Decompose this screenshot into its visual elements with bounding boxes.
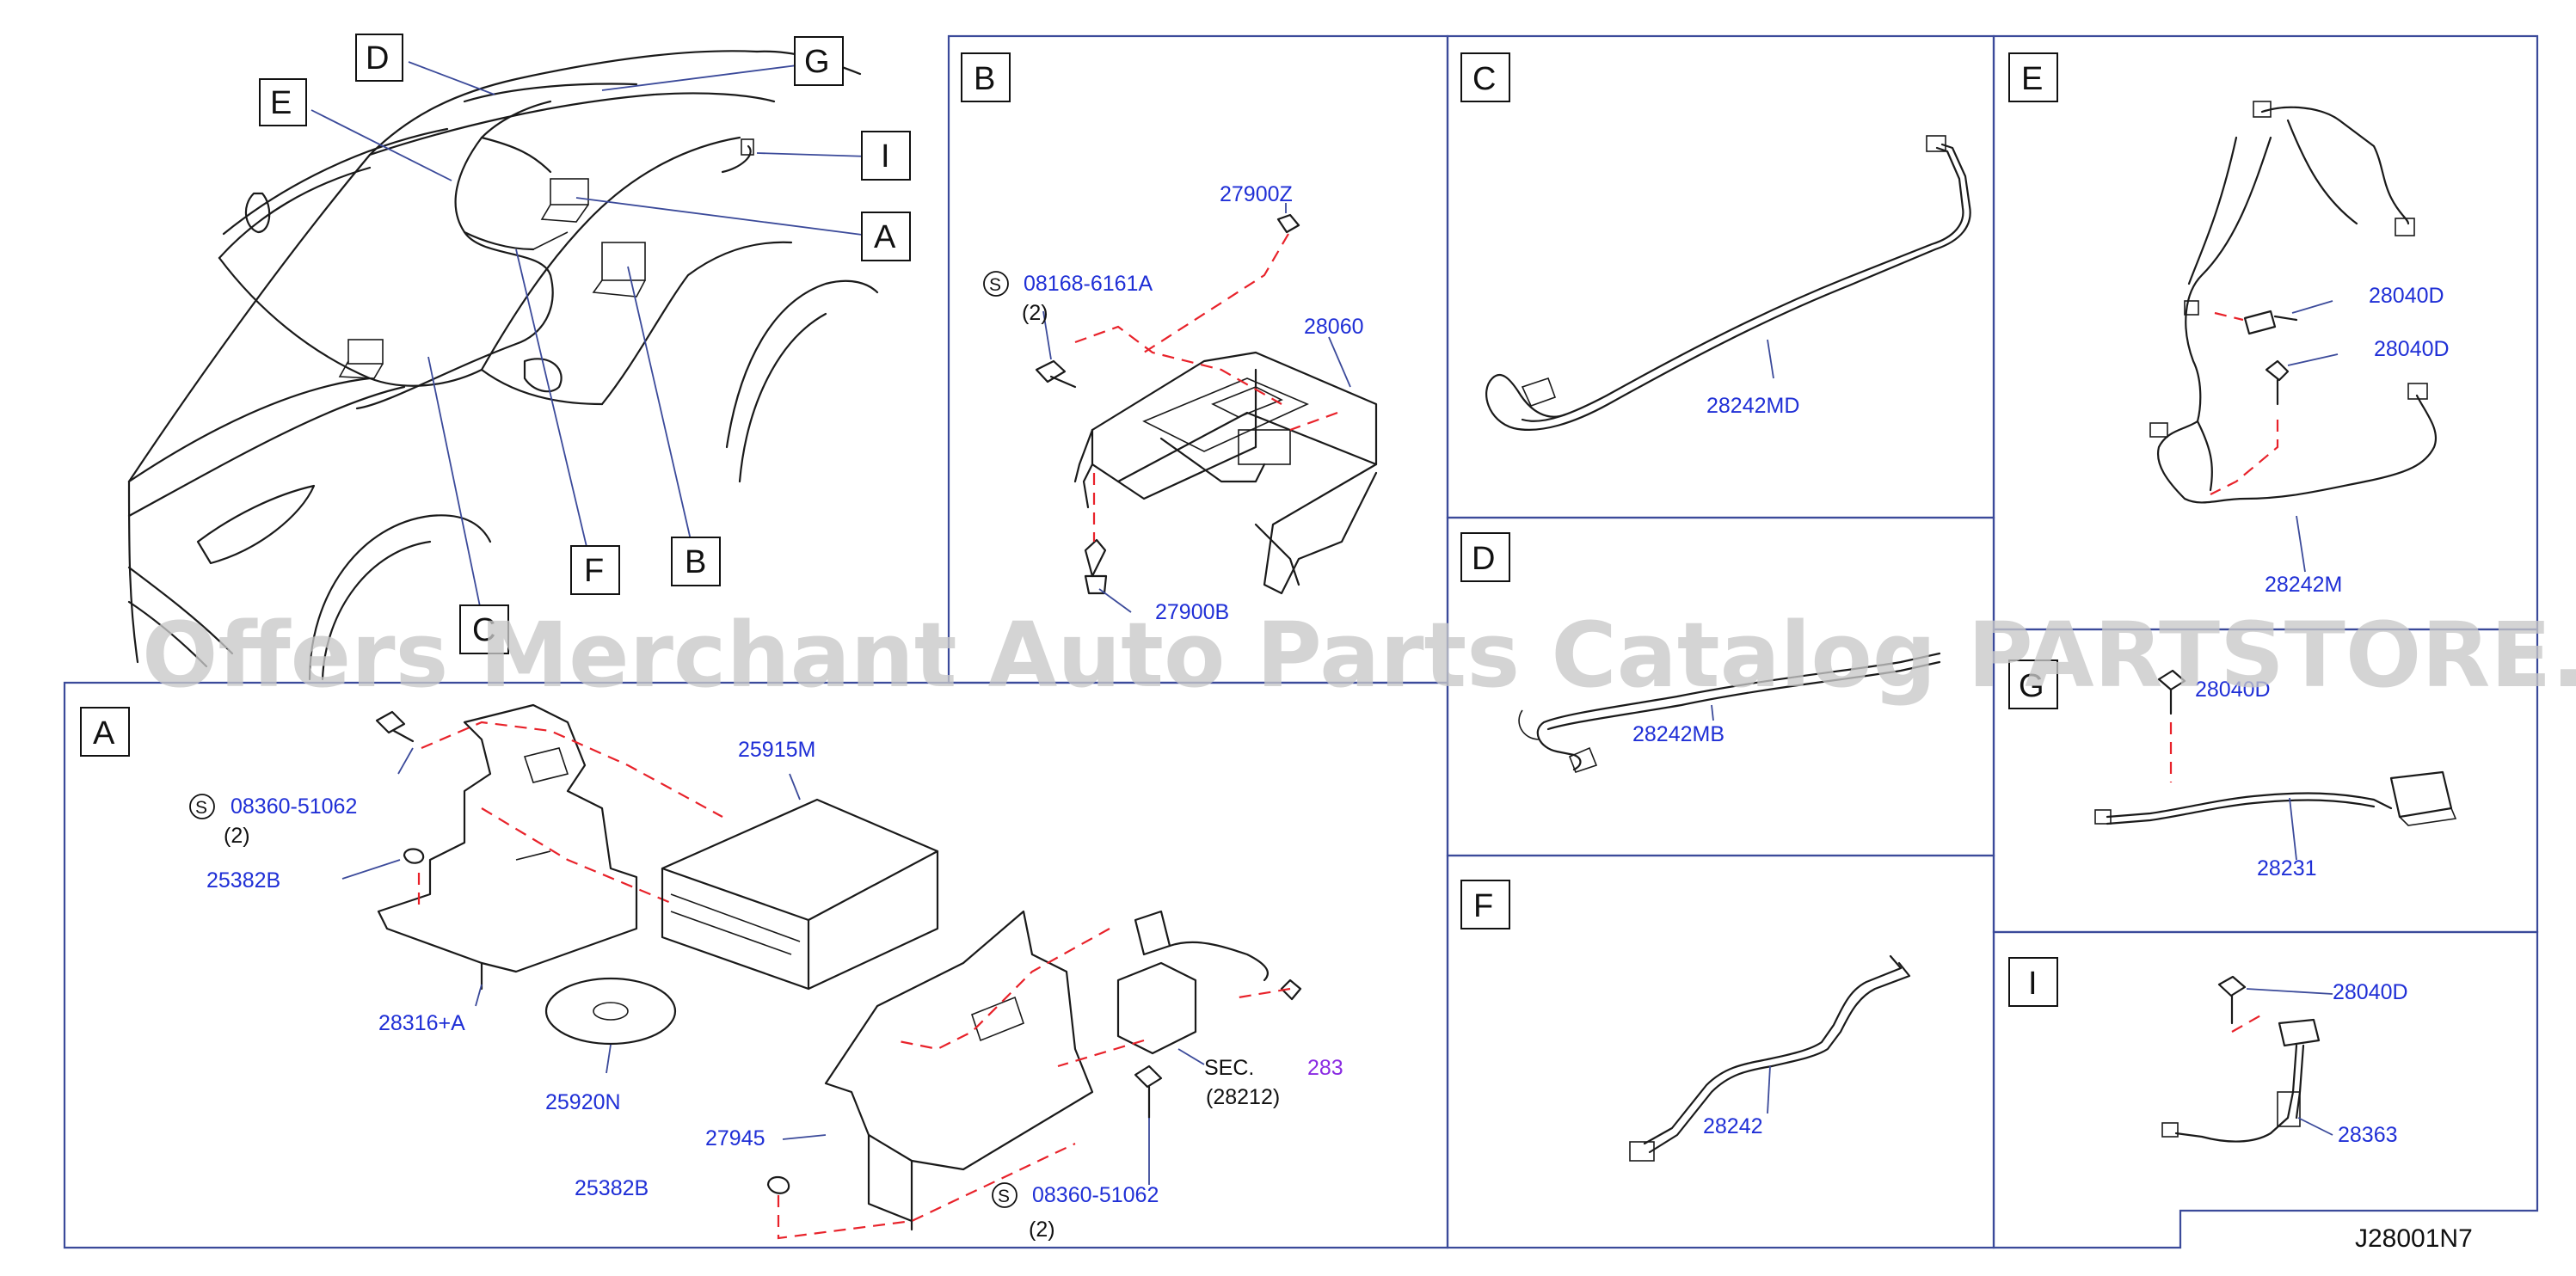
sec-sub-part: (28212) xyxy=(1206,1085,1280,1109)
panel-labels: B C D F E G I A xyxy=(80,52,2058,1007)
panel-a-drawing xyxy=(341,703,1302,1240)
panel-label-b: B xyxy=(961,52,1011,102)
panel-b-drawing xyxy=(1035,203,1378,613)
panel-d-drawing xyxy=(1518,652,1941,773)
svg-text:A: A xyxy=(874,219,896,255)
part-08168-6161a: 08168-6161A xyxy=(1024,272,1153,296)
part-08360-51062-a2: 08360-51062 xyxy=(1032,1183,1159,1207)
part-08360-51062-a1: 08360-51062 xyxy=(231,794,357,819)
svg-text:G: G xyxy=(2019,668,2044,704)
svg-text:E: E xyxy=(270,85,292,121)
svg-text:C: C xyxy=(1472,61,1496,97)
panel-label-c: C xyxy=(1460,52,1510,102)
watermark: Offers Merchant Auto Parts Catalog PARTS… xyxy=(142,603,2576,708)
svg-text:F: F xyxy=(1473,888,1493,924)
part-28040d-i: 28040D xyxy=(2333,980,2408,1004)
svg-text:S: S xyxy=(195,798,207,818)
part-25915m: 25915M xyxy=(738,738,815,762)
sec-label: SEC. xyxy=(1204,1056,1254,1080)
svg-text:E: E xyxy=(2021,61,2043,97)
svg-text:S: S xyxy=(989,275,1001,295)
part-28231: 28231 xyxy=(2257,856,2317,880)
part-25382b-a2: 25382B xyxy=(575,1176,649,1200)
panel-label-d: D xyxy=(1460,532,1510,582)
s-mark-a1: S xyxy=(189,794,215,819)
part-number-labels: 27900Z S 08168-6161A (2) 28060 27900B 28… xyxy=(189,182,2450,1242)
overview-leaders xyxy=(310,61,870,616)
callout-f: F xyxy=(570,545,620,595)
svg-text:D: D xyxy=(1472,541,1495,577)
sec-ref: 283 xyxy=(1307,1056,1343,1080)
part-28242m: 28242M xyxy=(2265,573,2342,597)
callout-g: G xyxy=(794,36,844,86)
panel-label-i: I xyxy=(2008,957,2058,1007)
svg-text:B: B xyxy=(685,544,706,580)
svg-text:D: D xyxy=(366,40,389,77)
svg-text:A: A xyxy=(93,715,115,751)
part-25382b-a1: 25382B xyxy=(206,868,280,893)
svg-text:C: C xyxy=(472,612,495,648)
part-28316a: 28316+A xyxy=(378,1011,465,1035)
part-28040d-g: 28040D xyxy=(2195,678,2271,702)
panel-label-g: G xyxy=(2008,659,2058,709)
callout-a: A xyxy=(861,212,911,261)
svg-text:I: I xyxy=(2028,966,2038,1002)
s-mark-b1: S xyxy=(983,271,1009,297)
qty-a1: (2) xyxy=(224,824,250,848)
part-28363: 28363 xyxy=(2338,1123,2398,1147)
vehicle-overview xyxy=(127,50,879,681)
panel-e-drawing xyxy=(2149,101,2437,573)
part-28242: 28242 xyxy=(1703,1114,1763,1138)
panel-f-drawing xyxy=(1629,954,1911,1162)
svg-text:F: F xyxy=(584,553,604,589)
part-27900z: 27900Z xyxy=(1220,182,1293,206)
svg-text:I: I xyxy=(881,138,890,175)
diagram-code: J28001N7 xyxy=(2355,1224,2473,1253)
panel-c-drawing xyxy=(1485,135,1971,431)
panel-label-f: F xyxy=(1460,880,1510,929)
svg-text:G: G xyxy=(804,44,830,80)
overview-callouts: D G E I A C F B xyxy=(259,34,911,654)
panel-g-drawing xyxy=(2094,669,2457,861)
part-27900b: 27900B xyxy=(1155,600,1229,624)
part-28242mb: 28242MB xyxy=(1632,722,1725,746)
part-28040d-e2: 28040D xyxy=(2374,337,2450,361)
svg-text:B: B xyxy=(974,61,995,97)
panel-frames xyxy=(63,34,2539,1249)
part-25920n: 25920N xyxy=(545,1090,621,1114)
part-28242md: 28242MD xyxy=(1706,394,1799,418)
part-27945: 27945 xyxy=(705,1126,765,1150)
callout-e: E xyxy=(259,78,307,126)
panel-i-drawing xyxy=(2161,975,2333,1143)
callout-i: I xyxy=(861,131,911,181)
panel-label-a: A xyxy=(80,707,130,757)
callout-b: B xyxy=(671,537,721,586)
qty-a2: (2) xyxy=(1029,1218,1055,1242)
part-28060: 28060 xyxy=(1304,315,1364,339)
panel-label-e: E xyxy=(2008,52,2058,102)
s-mark-a2: S xyxy=(992,1182,1017,1208)
callout-d: D xyxy=(355,34,403,82)
qty-b: (2) xyxy=(1022,301,1048,325)
svg-text:S: S xyxy=(998,1187,1010,1206)
part-28040d-e1: 28040D xyxy=(2369,284,2444,308)
callout-c: C xyxy=(459,604,509,654)
